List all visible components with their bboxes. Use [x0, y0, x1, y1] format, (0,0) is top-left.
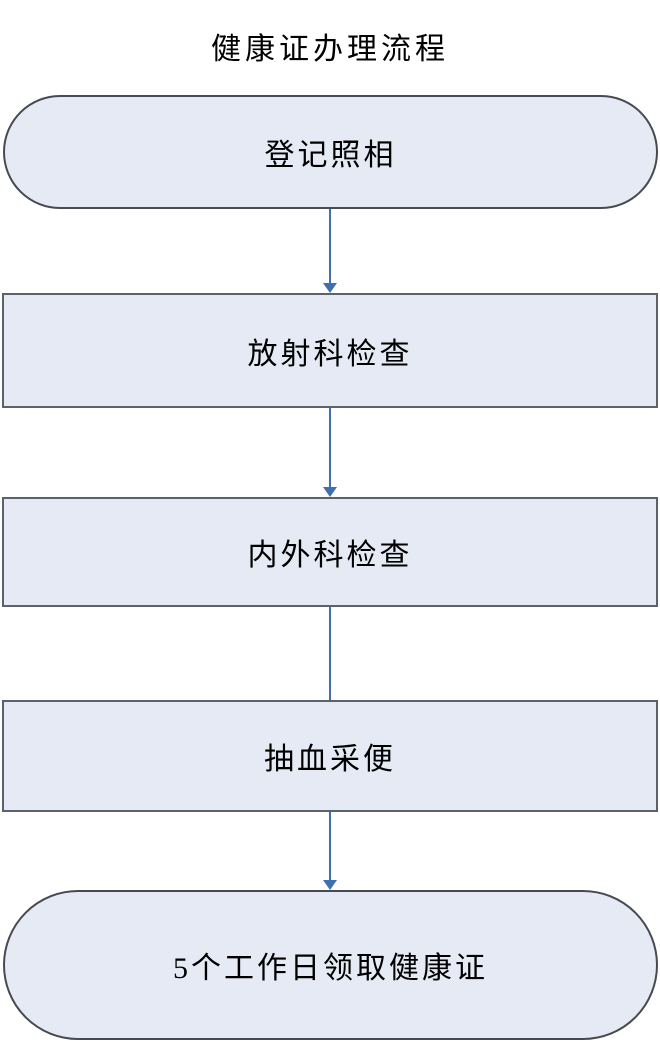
diagram-title: 健康证办理流程 — [211, 33, 449, 66]
connector-line — [329, 408, 331, 489]
flow-node-label: 登记照相 — [264, 139, 397, 172]
flow-node-step3: 抽血采便 — [2, 700, 658, 812]
flow-node-step1: 放射科检查 — [2, 293, 658, 408]
flow-node-label: 放射科检查 — [247, 337, 413, 371]
connector-line — [329, 812, 331, 882]
flow-node-step2: 内外科检查 — [2, 497, 658, 607]
connector-step2-to-step3 — [323, 607, 337, 700]
flow-node-label: 5个工作日领取健康证 — [173, 952, 488, 985]
connector-line — [329, 607, 331, 700]
connector-step1-to-step2 — [323, 408, 337, 497]
flow-node-end: 5个工作日领取健康证 — [3, 890, 658, 1040]
connector-step3-to-end — [323, 812, 337, 890]
connector-line — [329, 209, 331, 285]
flow-node-label: 抽血采便 — [264, 743, 396, 776]
connector-start-to-step1 — [323, 209, 337, 293]
arrow-down-icon — [323, 487, 337, 497]
arrow-down-icon — [323, 880, 337, 890]
flow-node-label: 内外科检查 — [247, 539, 413, 572]
arrow-down-icon — [323, 283, 337, 293]
flow-node-start: 登记照相 — [3, 95, 658, 209]
